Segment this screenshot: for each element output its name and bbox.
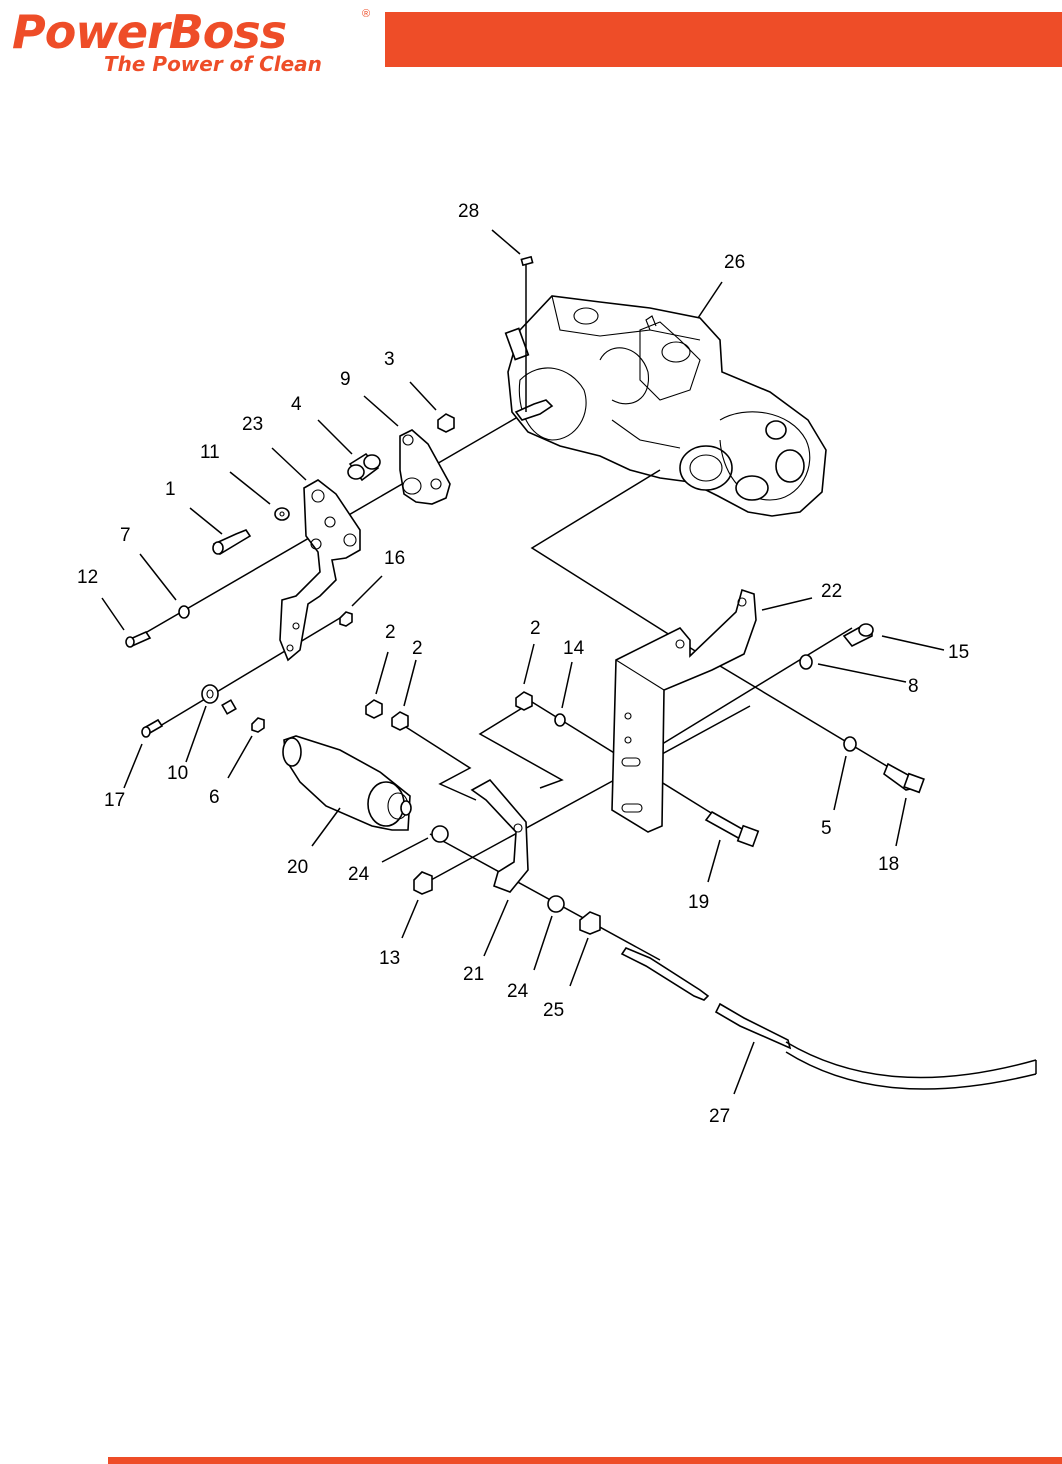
callout-21: 21 bbox=[463, 964, 484, 985]
callout-17: 17 bbox=[104, 790, 125, 811]
callout-5: 5 bbox=[821, 818, 832, 839]
callout-16: 16 bbox=[384, 548, 405, 569]
logo-registered-mark: ® bbox=[362, 8, 371, 20]
callout-24a: 24 bbox=[348, 864, 370, 885]
callout-7: 7 bbox=[120, 525, 131, 546]
callout-15: 15 bbox=[948, 642, 969, 663]
hardware-parts bbox=[125, 255, 925, 935]
header-accent-bar bbox=[385, 12, 1062, 67]
lever-arm-23 bbox=[279, 479, 361, 662]
bracket-21 bbox=[470, 778, 529, 893]
callout-leader-arrows bbox=[101, 229, 945, 1095]
callout-1: 1 bbox=[165, 479, 176, 500]
callout-26: 26 bbox=[724, 252, 745, 273]
bushing-4 bbox=[347, 452, 381, 482]
callout-12: 12 bbox=[77, 567, 98, 588]
callout-10: 10 bbox=[167, 763, 188, 784]
logo-tagline: The Power of Clean bbox=[104, 52, 322, 76]
callout-2c: 2 bbox=[530, 618, 541, 639]
callout-2b: 2 bbox=[412, 638, 423, 659]
footer-accent-bar bbox=[108, 1457, 1062, 1464]
callout-14: 14 bbox=[563, 638, 585, 659]
mounting-bracket-22 bbox=[611, 588, 757, 833]
callout-numbers: 28 26 3 9 4 23 11 1 7 12 16 22 2 2 2 14 … bbox=[77, 201, 969, 1127]
callout-4: 4 bbox=[291, 394, 302, 415]
callout-28: 28 bbox=[458, 201, 479, 222]
callout-22: 22 bbox=[821, 581, 842, 602]
callout-27: 27 bbox=[709, 1106, 730, 1127]
callout-2a: 2 bbox=[385, 622, 396, 643]
plate-9 bbox=[399, 429, 451, 505]
callout-11: 11 bbox=[200, 442, 220, 463]
callout-9: 9 bbox=[340, 369, 351, 390]
control-cable-27 bbox=[620, 947, 1037, 1090]
callout-13: 13 bbox=[379, 948, 400, 969]
assembly-axis-lines bbox=[139, 264, 911, 961]
callout-18: 18 bbox=[878, 854, 899, 875]
hydrostatic-pump bbox=[504, 295, 827, 517]
actuator-20 bbox=[282, 735, 412, 831]
callout-3: 3 bbox=[384, 349, 395, 370]
callout-24b: 24 bbox=[507, 981, 529, 1002]
powerboss-logo: PowerBoss ® The Power of Clean bbox=[12, 6, 382, 76]
logo-brand-name: PowerBoss bbox=[12, 5, 287, 59]
callout-6: 6 bbox=[209, 787, 220, 808]
callout-25: 25 bbox=[543, 1000, 564, 1021]
callout-8: 8 bbox=[908, 676, 919, 697]
callout-20: 20 bbox=[287, 857, 308, 878]
callout-19: 19 bbox=[688, 892, 709, 913]
callout-23: 23 bbox=[242, 414, 263, 435]
